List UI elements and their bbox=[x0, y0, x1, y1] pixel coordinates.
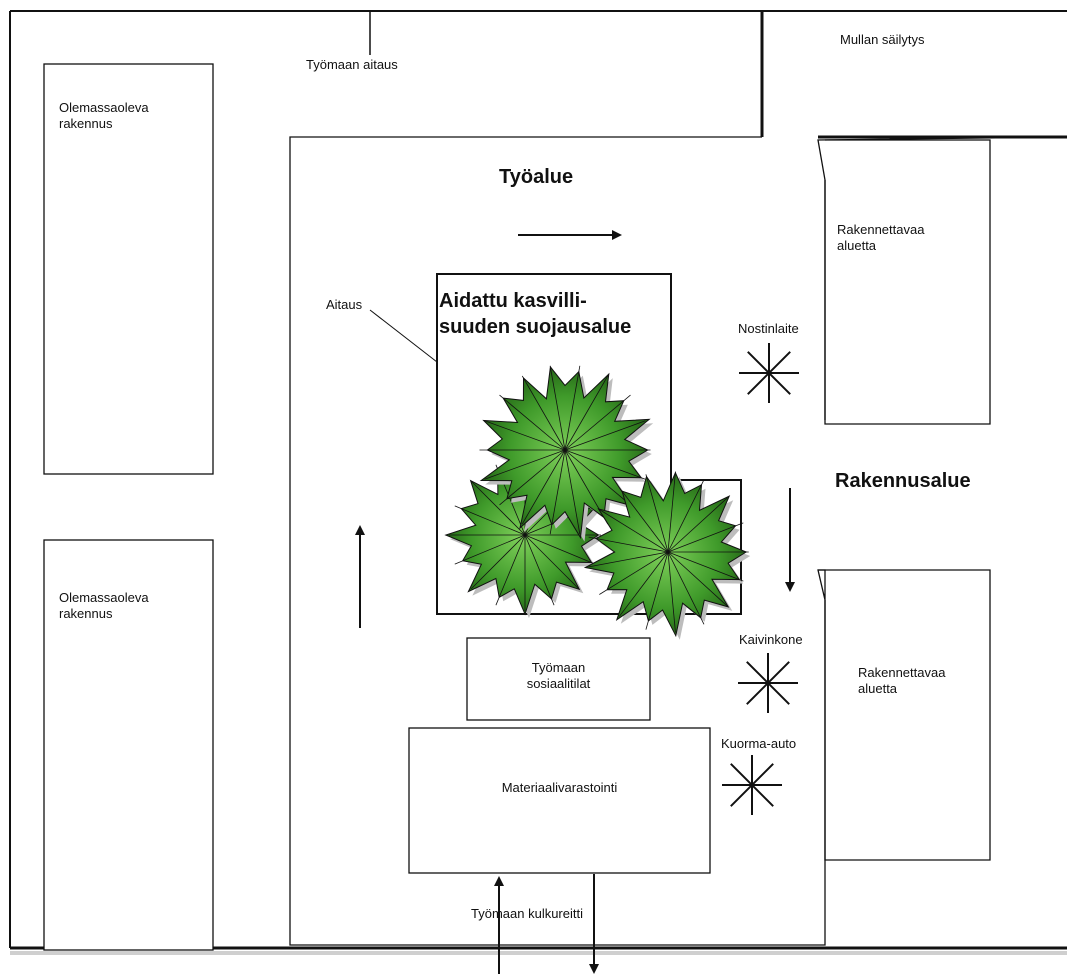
to-be-built-2-label: Rakennettavaa aluetta bbox=[858, 665, 946, 696]
excavator-label: Kaivinkone bbox=[739, 632, 803, 647]
material-storage-label: Materiaalivarastointi bbox=[501, 780, 618, 795]
material-storage-outline bbox=[408, 727, 711, 874]
existing-building-1-outline bbox=[43, 63, 214, 475]
fence-top-label: Työmaan aitaus bbox=[306, 57, 398, 72]
tree-right bbox=[583, 471, 751, 640]
social-facilities-label: Työmaan sosiaalitilat bbox=[526, 660, 591, 691]
fence-leader-line bbox=[369, 309, 438, 363]
existing-building-2-label: Olemassaoleva rakennus bbox=[59, 590, 149, 621]
work-area-title: Työalue bbox=[499, 166, 574, 188]
truck-symbol bbox=[722, 755, 782, 815]
tree-upper bbox=[479, 365, 654, 542]
existing-building-2-outline bbox=[43, 539, 214, 951]
social-facilities-outline bbox=[466, 637, 651, 721]
tree-group bbox=[444, 365, 751, 640]
to-be-built-1-label: Rakennettavaa aluetta bbox=[837, 222, 925, 253]
construction-area-title: Rakennusalue bbox=[835, 470, 971, 492]
excavator-symbol bbox=[738, 653, 798, 713]
lifting-equipment-label: Nostinlaite bbox=[738, 321, 799, 336]
access-route-label: Työmaan kulkureitti bbox=[471, 906, 583, 921]
to-be-built-2-outline bbox=[818, 569, 991, 861]
lifting-equipment-symbol bbox=[739, 343, 799, 403]
protected-area-label-line2: suuden suojausalue bbox=[439, 316, 632, 338]
protected-area-label-line1: Aidattu kasvilli- bbox=[439, 290, 587, 312]
existing-building-1-label: Olemassaoleva rakennus bbox=[59, 100, 149, 131]
to-be-built-1-outline bbox=[824, 139, 991, 425]
soil-storage-label: Mullan säilytys bbox=[840, 32, 925, 47]
fence-label: Aitaus bbox=[326, 297, 363, 312]
truck-label: Kuorma-auto bbox=[721, 736, 797, 751]
